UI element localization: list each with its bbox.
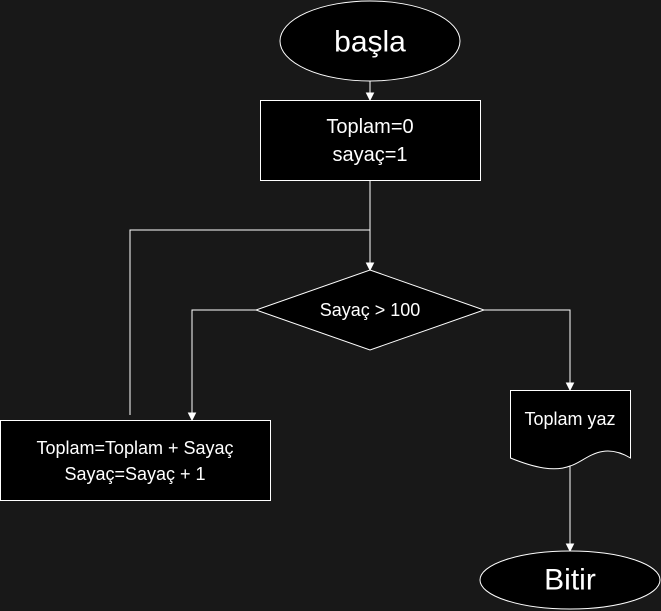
init-line-2: sayaç=1 <box>332 144 407 166</box>
edge-condition-to-loop-body <box>187 309 256 422</box>
end-terminal: Bitir <box>479 550 661 610</box>
edge-init-to-condition <box>365 180 375 272</box>
edge-start-to-init <box>365 81 375 102</box>
loop-body-line-1: Toplam=Toplam + Sayaç <box>36 438 233 458</box>
start-terminal: başla <box>279 0 461 82</box>
init-line-1: Toplam=0 <box>326 116 413 138</box>
output-label: Toplam yaz <box>524 409 615 429</box>
start-label: başla <box>334 26 406 59</box>
condition-decision: Sayaç > 100 <box>254 269 486 351</box>
init-process-box: Toplam=0 sayaç=1 <box>260 100 481 181</box>
condition-label: Sayaç > 100 <box>320 300 421 320</box>
loop-body-process-box: Toplam=Toplam + Sayaç Sayaç=Sayaç + 1 <box>0 420 271 501</box>
loop-body-line-2: Sayaç=Sayaç + 1 <box>64 464 205 484</box>
edge-loop-back <box>129 229 370 415</box>
edge-output-to-end <box>565 462 575 553</box>
end-label: Bitir <box>544 564 596 597</box>
edge-condition-to-output <box>484 309 575 392</box>
output-document: Toplam yaz <box>510 390 631 470</box>
